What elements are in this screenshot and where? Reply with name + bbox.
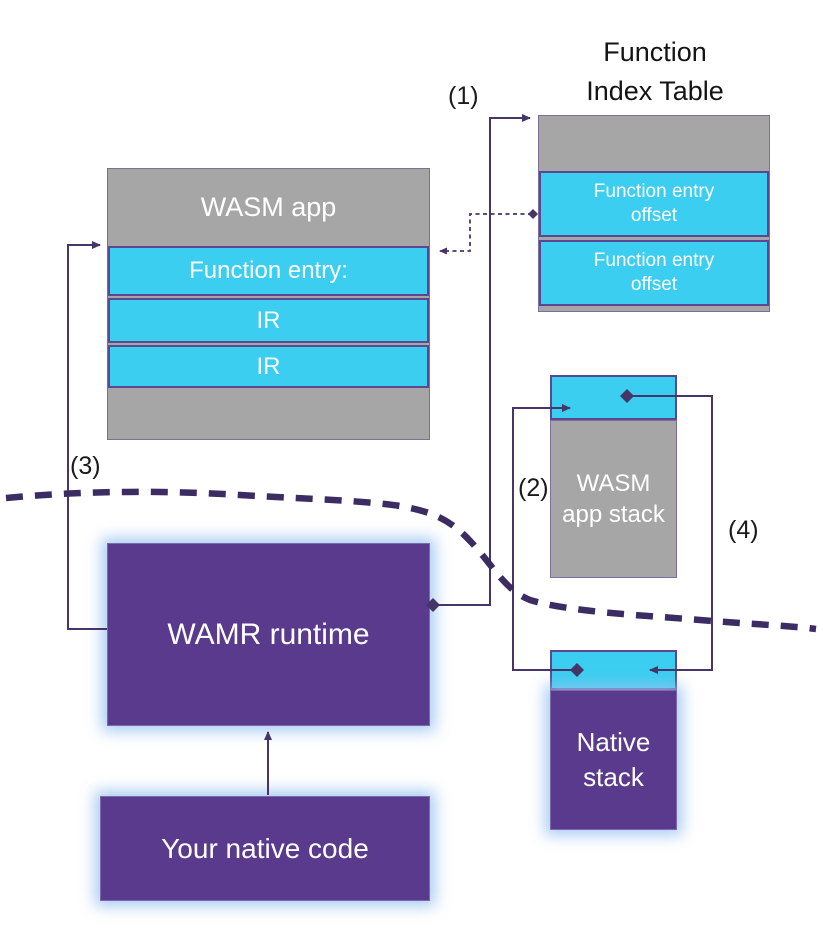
arrow-1-runtime-to-index-table [433,114,531,606]
your-native-code-box: Your native code [100,796,430,901]
wasm-app-stack-top-bar [550,375,677,420]
step-label-1: (1) [448,82,479,110]
wasm-app-title: WASM app [200,192,337,222]
function-entry-row: Function entry: [108,246,429,296]
diamond-lookup-start [528,209,538,219]
function-index-table-title: Function Index Table [586,36,724,106]
step-label-4: (4) [728,516,759,544]
native-stack-top-bar [550,650,677,690]
dashed-offset-lookup-arrow [439,213,532,255]
wasm-app-box: WASM app Function entry: IR IR [107,168,430,440]
step-label-3: (3) [70,452,101,480]
step-label-2: (2) [518,474,549,502]
ir-row: IR [108,345,429,388]
wamr-runtime-box: WAMR runtime [107,543,430,726]
function-entry-offset-row: Function entry offset [539,171,769,237]
wasm-app-stack-body: WASM app stack [550,420,677,578]
wasm-app-stack: WASM app stack [550,375,677,578]
native-stack-body: Native stack [550,690,677,830]
ir-row: IR [108,298,429,343]
arrow-3-runtime-to-wasm-app [67,241,107,630]
native-stack: Native stack [550,650,677,830]
function-entry-offset-row: Function entry offset [539,240,769,306]
function-index-table-box: Function entry offset Function entry off… [538,115,770,312]
